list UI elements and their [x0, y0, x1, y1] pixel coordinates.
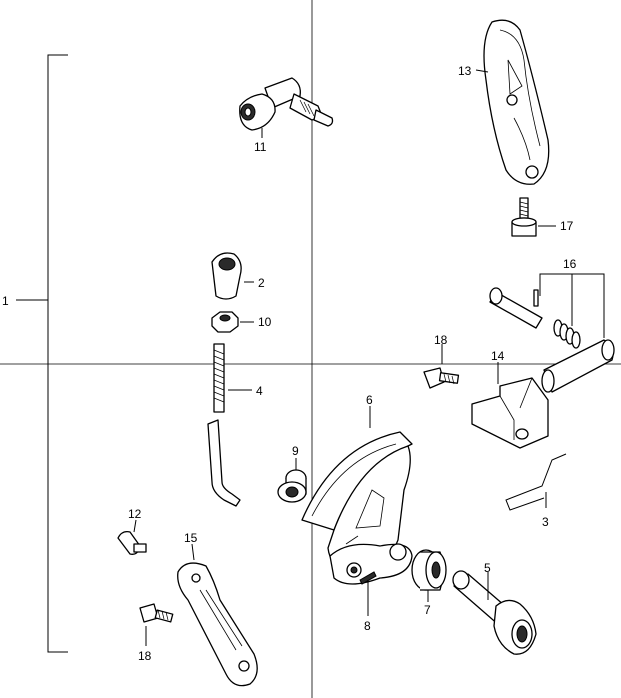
part-14-bracket [471, 362, 549, 449]
part-18-bolt-upper [423, 344, 460, 389]
part-12-bolt [117, 519, 147, 555]
callout-11: 11 [254, 140, 267, 154]
callout-14: 14 [491, 349, 505, 363]
callout-1: 1 [2, 294, 9, 308]
part-5-shaft [452, 570, 537, 655]
callout-5: 5 [484, 561, 491, 575]
callout-4: 4 [256, 384, 263, 398]
part-13-lever [475, 19, 550, 185]
callout-labels: 1 2 3 4 5 6 7 8 9 10 11 12 13 14 15 16 1… [2, 64, 577, 663]
callout-2: 2 [258, 276, 265, 290]
part-4-rod [207, 343, 252, 507]
callout-9: 9 [292, 444, 299, 458]
part-11-cable-joint [239, 77, 334, 138]
callout-10: 10 [258, 315, 272, 329]
part-6-shift-arm [301, 406, 413, 585]
part-16-set [489, 273, 615, 393]
part-3-clip [505, 453, 567, 511]
callout-15: 15 [184, 531, 198, 545]
callout-12: 12 [128, 507, 142, 521]
part-8-pin [359, 571, 377, 616]
part-7-washer [411, 549, 447, 602]
callout-17: 17 [560, 219, 574, 233]
callout-8: 8 [364, 619, 371, 633]
part-9-bushing [277, 458, 307, 503]
part-18-bolt-lower [139, 603, 174, 646]
callout-6: 6 [366, 393, 373, 407]
callout-16: 16 [563, 257, 577, 271]
assembly-bracket [16, 54, 68, 653]
part-17-bolt [511, 197, 556, 237]
callout-18-lower: 18 [138, 649, 152, 663]
callout-18-upper: 18 [434, 333, 448, 347]
callout-13: 13 [458, 64, 472, 78]
part-10-nut [211, 311, 254, 333]
part-15-lever [177, 543, 258, 687]
part-2-cable-end [211, 252, 254, 300]
callout-3: 3 [542, 515, 549, 529]
callout-7: 7 [424, 603, 431, 617]
